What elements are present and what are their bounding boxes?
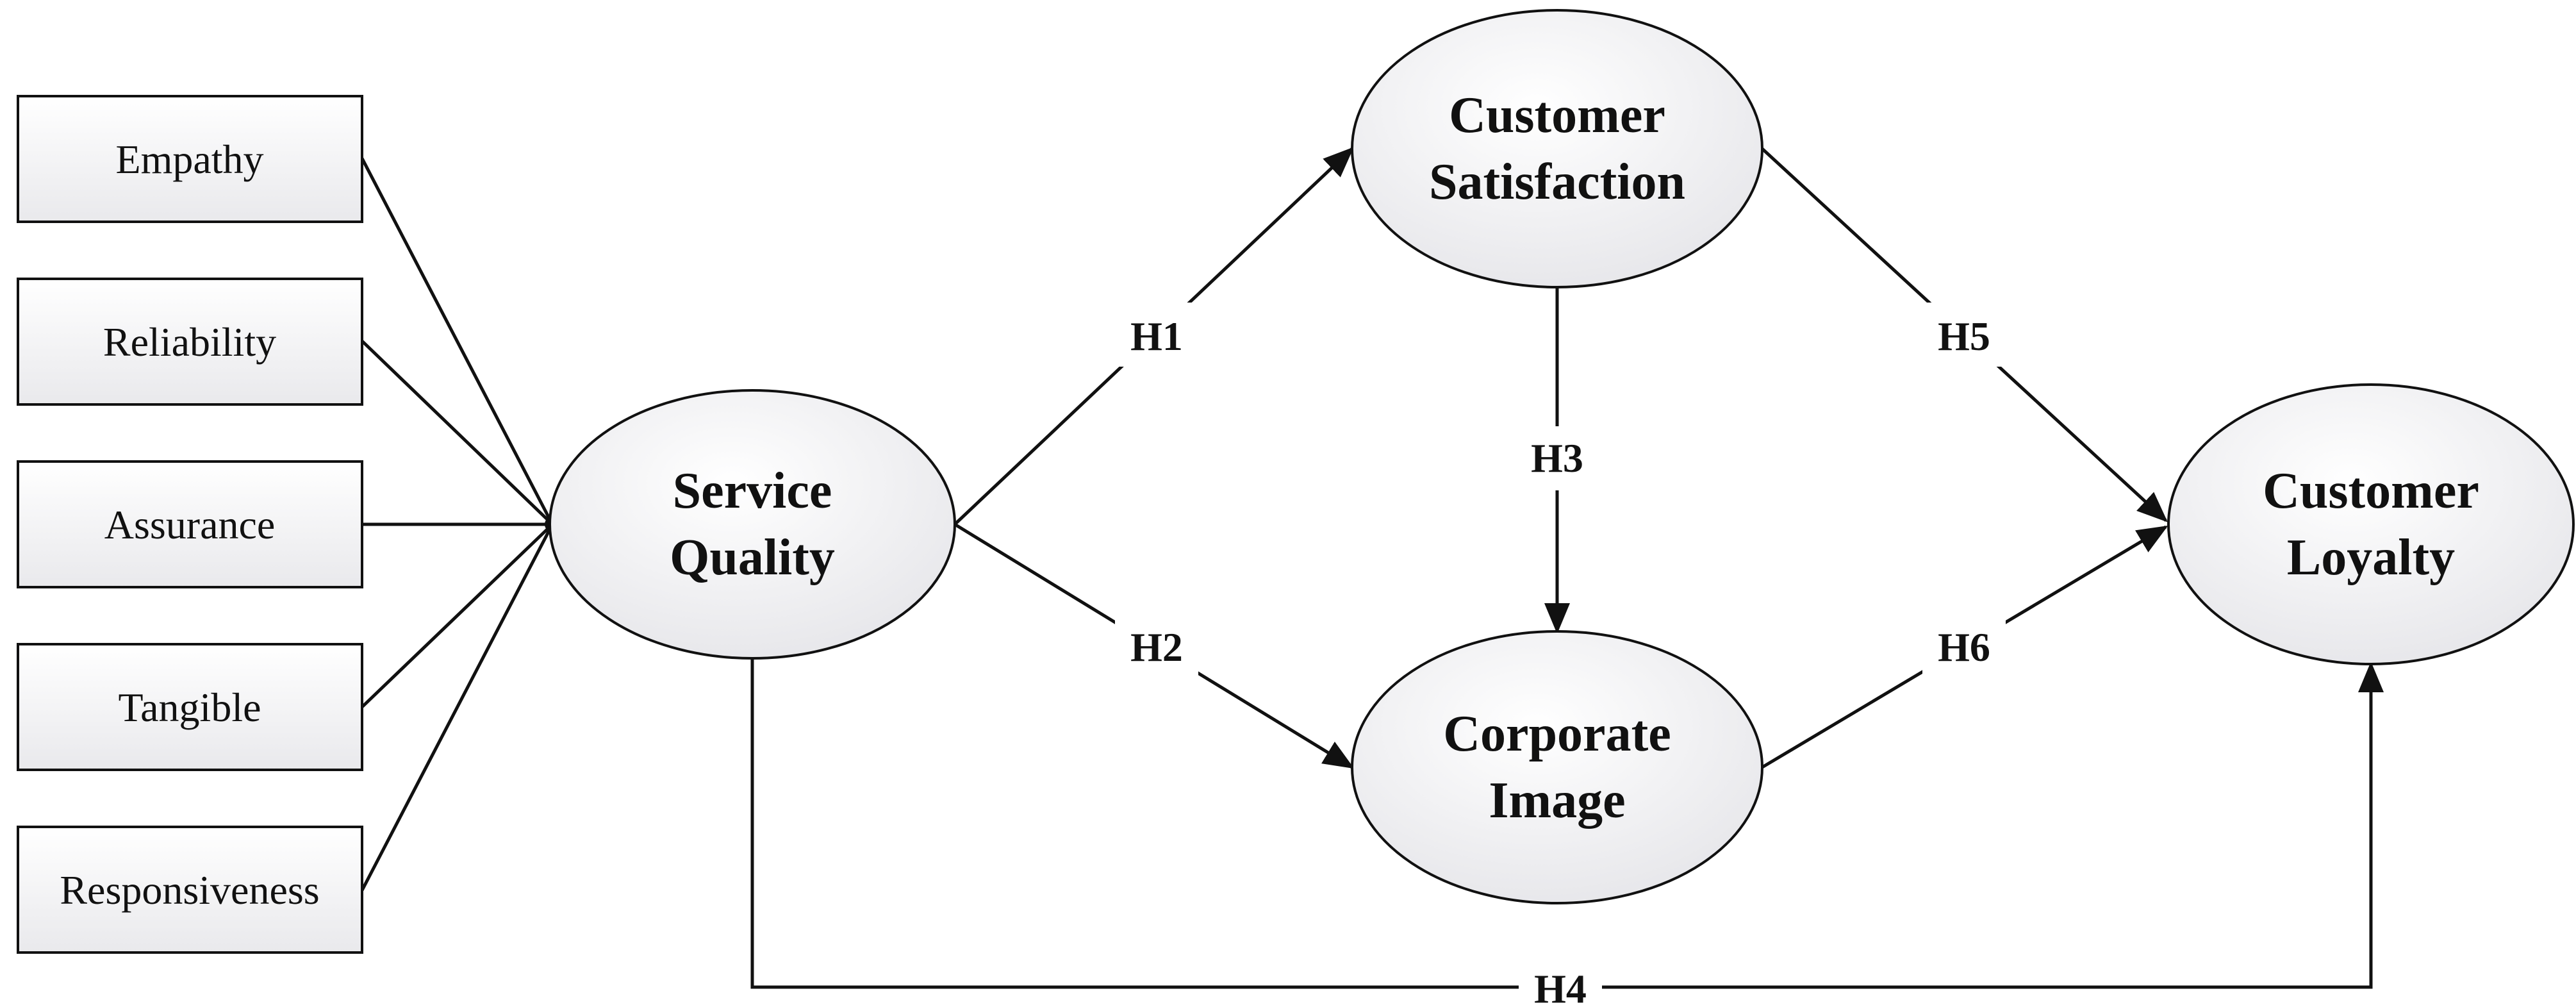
svg-text:H5: H5 xyxy=(1938,313,1990,359)
svg-text:H2: H2 xyxy=(1130,624,1183,670)
construct-customer-satisfaction: Customer Satisfaction xyxy=(1351,9,1763,288)
svg-text:H1: H1 xyxy=(1130,313,1183,359)
svg-text:H4: H4 xyxy=(1534,966,1587,1007)
connector-reliability xyxy=(361,340,554,526)
connector-tangible xyxy=(361,523,554,708)
service-quality-line1: Service xyxy=(673,463,832,519)
dimension-box-responsiveness: Responsiveness xyxy=(17,826,363,954)
customer-loyalty-line1: Customer xyxy=(2263,463,2479,519)
corporate-image-line2: Image xyxy=(1489,772,1625,829)
hypothesis-label-h1: H1 xyxy=(1115,303,1198,367)
svg-text:H3: H3 xyxy=(1531,435,1583,481)
dimension-label-reliability: Reliability xyxy=(103,319,276,365)
dimension-connectors xyxy=(360,157,560,892)
construct-service-quality: Service Quality xyxy=(549,389,956,660)
dimension-box-assurance: Assurance xyxy=(17,460,363,588)
dimension-label-responsiveness: Responsiveness xyxy=(60,867,319,913)
customer-satisfaction-line1: Customer xyxy=(1449,87,1665,144)
hypothesis-label-h6: H6 xyxy=(1922,613,2006,678)
dimension-label-empathy: Empathy xyxy=(115,137,263,182)
dimension-box-tangible: Tangible xyxy=(17,643,363,771)
hypothesis-label-h2: H2 xyxy=(1115,613,1198,678)
customer-loyalty-line2: Loyalty xyxy=(2287,529,2455,586)
connector-empathy xyxy=(360,157,554,526)
dimension-label-tangible: Tangible xyxy=(119,685,261,730)
connector-responsiveness xyxy=(360,523,554,892)
dimension-box-reliability: Reliability xyxy=(17,278,363,406)
construct-corporate-image: Corporate Image xyxy=(1351,630,1763,904)
svg-text:H6: H6 xyxy=(1938,624,1990,670)
customer-satisfaction-line2: Satisfaction xyxy=(1429,154,1685,210)
dimension-box-empathy: Empathy xyxy=(17,95,363,223)
hypothesis-label-h5: H5 xyxy=(1922,303,2006,367)
construct-customer-loyalty: Customer Loyalty xyxy=(2167,383,2575,665)
hypothesis-label-h3: H3 xyxy=(1515,426,1599,490)
hypothesis-label-h4: H4 xyxy=(1519,961,1602,1007)
service-quality-line2: Quality xyxy=(670,529,835,586)
corporate-image-line1: Corporate xyxy=(1443,706,1671,762)
dimension-label-assurance: Assurance xyxy=(104,502,276,547)
